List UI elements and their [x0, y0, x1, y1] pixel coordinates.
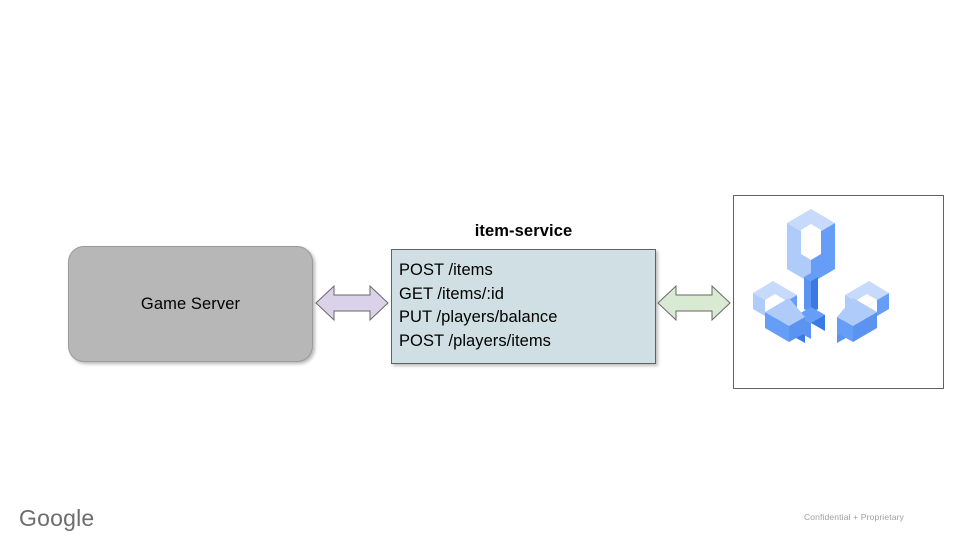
double-headed-arrow-icon — [657, 284, 731, 322]
google-wordmark: Google — [19, 505, 95, 531]
double-headed-arrow-icon — [315, 284, 389, 322]
connector-game-server-to-item-service — [315, 281, 389, 325]
endpoint-list-item: POST /players/items — [399, 331, 551, 350]
item-service-node: POST /items GET /items/:id PUT /players/… — [391, 249, 656, 364]
endpoint-list: POST /items GET /items/:id PUT /players/… — [399, 259, 655, 353]
endpoint-list-item: PUT /players/balance — [399, 308, 558, 326]
game-server-node: Game Server — [68, 246, 313, 362]
endpoint-list-item: POST /items — [399, 261, 493, 279]
confidential-proprietary-note: Confidential + Proprietary — [803, 512, 904, 522]
game-server-label: Game Server — [140, 294, 241, 313]
connector-item-service-to-backend — [657, 281, 731, 325]
endpoint-list-item: GET /items/:id — [399, 284, 504, 303]
isometric-three-armed-wrench-icon — [752, 209, 889, 343]
backend-logo-frame — [733, 195, 944, 389]
item-service-title: item-service — [474, 222, 573, 240]
